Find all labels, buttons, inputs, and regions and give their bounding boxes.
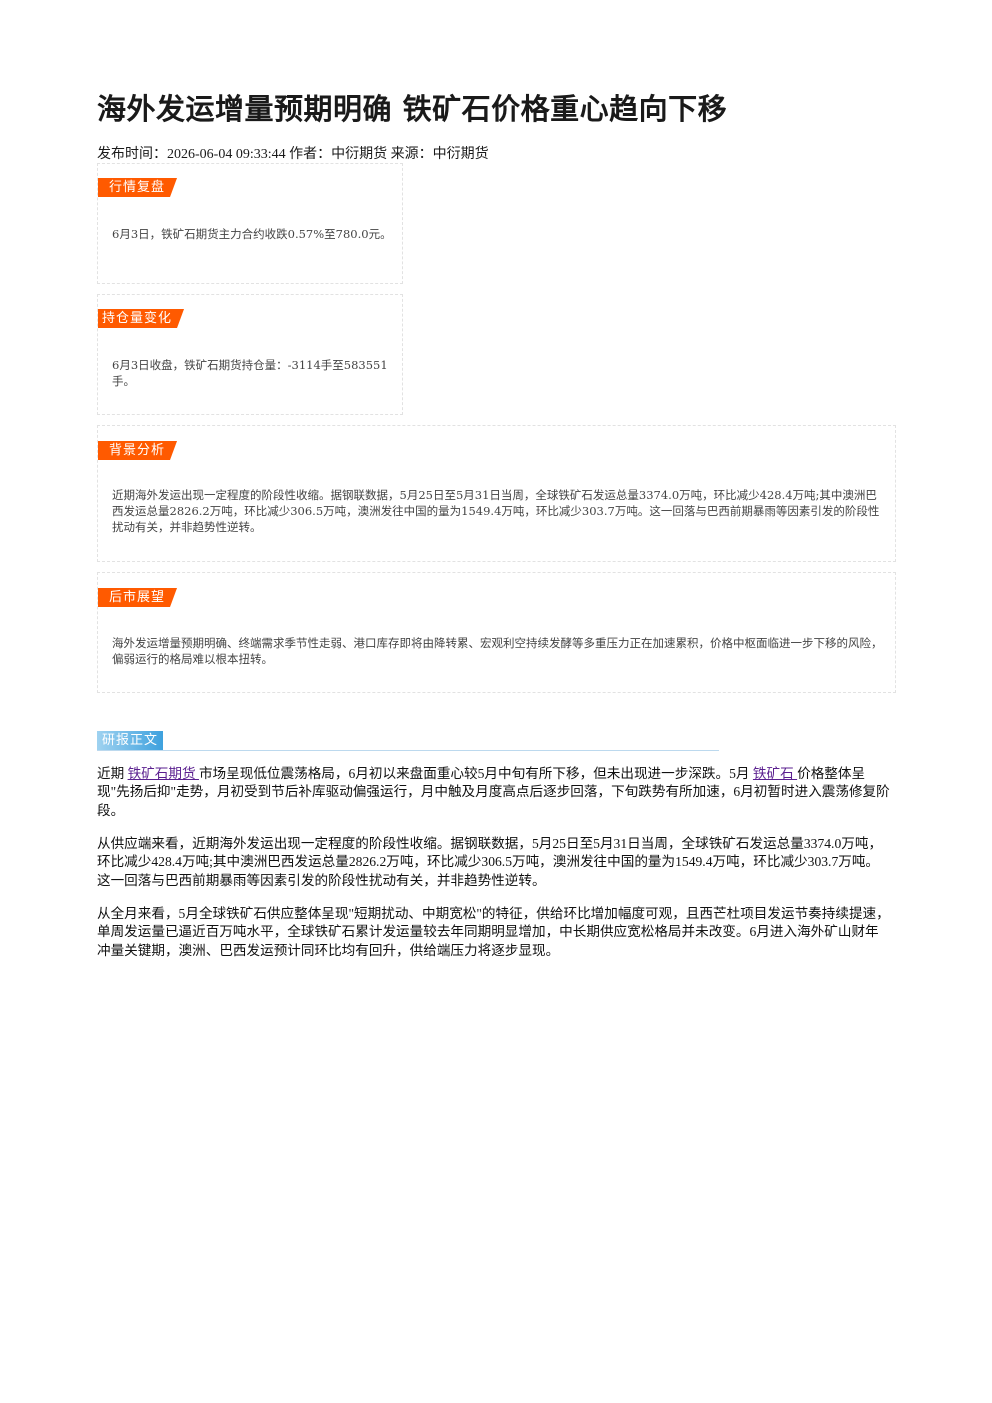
market-review-card: 行情复盘 6月3日，铁矿石期货主力合约收跌0.57%至780.0元。	[97, 163, 403, 284]
outlook-card: 后市展望 海外发运增量预期明确、终端需求季节性走弱、港口库存即将由降转累、宏观利…	[97, 572, 896, 693]
position-change-text: 6月3日收盘，铁矿石期货持仓量：-3114手至583551手。	[112, 358, 388, 388]
background-text: 近期海外发运出现一定程度的阶段性收缩。据钢联数据，5月25日至5月31日当周，全…	[112, 488, 880, 534]
outlook-tag: 后市展望	[98, 588, 177, 607]
report-paragraph-2: 从供应端来看，近期海外发运出现一定程度的阶段性收缩。据钢联数据，5月25日至5月…	[97, 836, 883, 888]
report-paragraph-1: 近期 铁矿石期货 市场呈现低位震荡格局，6月初以来盘面重心较5月中旬有所下移，但…	[97, 765, 892, 820]
iron-ore-link[interactable]: 铁矿石	[752, 766, 798, 781]
article-meta: 发布时间：2026-06-04 09:33:44 作者：中衍期货 来源：中衍期货	[97, 147, 489, 162]
outlook-text: 海外发运增量预期明确、终端需求季节性走弱、港口库存即将由降转累、宏观利空持续发酵…	[112, 636, 883, 666]
position-change-card: 持仓量变化 6月3日收盘，铁矿石期货持仓量：-3114手至583551手。	[97, 294, 403, 415]
report-tag: 研报正文	[97, 731, 164, 750]
iron-ore-futures-link[interactable]: 铁矿石期货	[127, 766, 199, 781]
report-p1-text-c: 价格整体呈现"先扬后抑"走势，月初受到节后补库驱动偏强运行，月中触及月度高点后逐…	[97, 766, 890, 818]
page-title: 海外发运增量预期明确 铁矿石价格重心趋向下移	[97, 92, 728, 126]
background-card: 背景分析 近期海外发运出现一定程度的阶段性收缩。据钢联数据，5月25日至5月31…	[97, 425, 896, 562]
market-review-text: 6月3日，铁矿石期货主力合约收跌0.57%至780.0元。	[112, 227, 392, 241]
report-paragraph-3: 从全月来看，5月全球铁矿石供应整体呈现"短期扰动、中期宽松"的特征，供给环比增加…	[97, 906, 890, 958]
report-p1-text-b: 市场呈现低位震荡格局，6月初以来盘面重心较5月中旬有所下移，但未出现进一步深跌。…	[198, 766, 753, 781]
market-review-tag: 行情复盘	[98, 178, 177, 197]
position-change-tag: 持仓量变化	[98, 309, 184, 328]
background-tag: 背景分析	[98, 441, 177, 460]
report-p1-text-a: 近期	[97, 766, 128, 781]
report-section-header: 研报正文	[97, 731, 719, 751]
